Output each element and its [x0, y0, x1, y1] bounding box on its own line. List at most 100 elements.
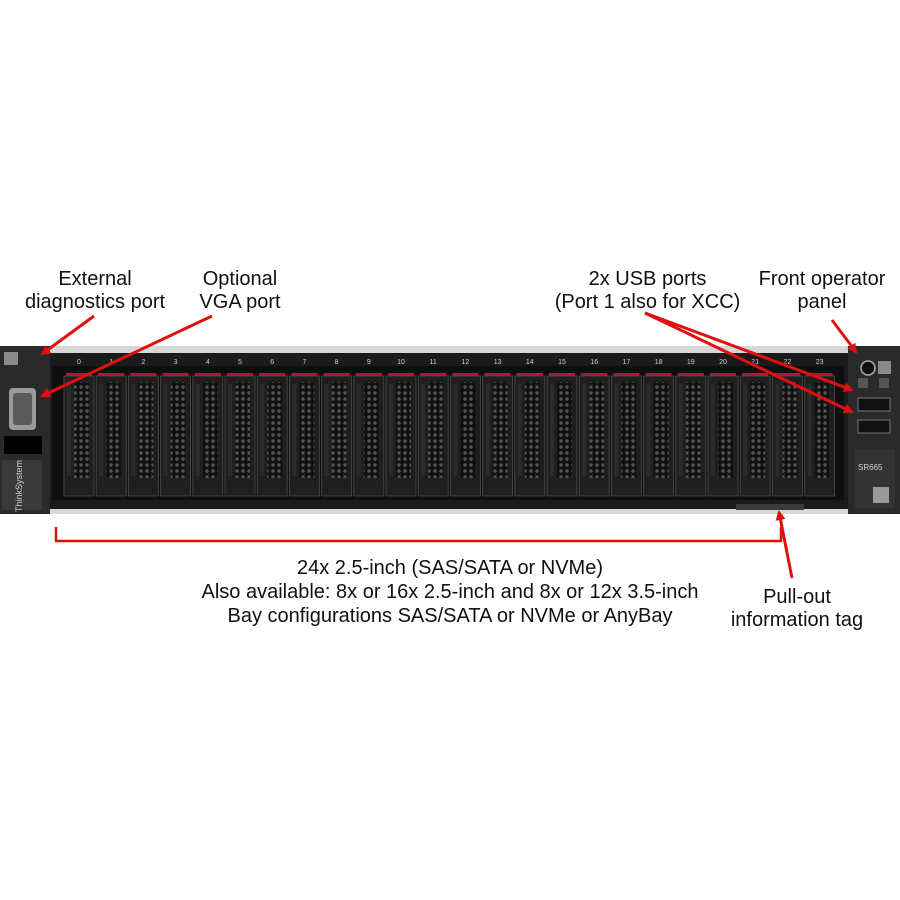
bay-handle[interactable] — [711, 384, 715, 476]
drive-bay-16[interactable]: 16 — [578, 359, 610, 497]
bay-vent-mesh — [202, 382, 218, 478]
release-latch[interactable] — [806, 373, 833, 376]
bay-handle[interactable] — [743, 384, 748, 476]
release-latch[interactable] — [452, 373, 479, 376]
release-latch[interactable] — [98, 373, 125, 376]
bay-vent-mesh — [170, 382, 186, 478]
bay-handle[interactable] — [807, 384, 812, 476]
right-rack-ear: SR665 — [848, 346, 900, 514]
bay-vent-mesh — [235, 382, 250, 478]
usb-port-1[interactable] — [857, 397, 891, 412]
drive-bay-23[interactable]: 23 — [804, 359, 836, 497]
drive-bay-21[interactable]: 21 — [739, 359, 771, 497]
release-latch[interactable] — [227, 373, 253, 376]
bay-number: 3 — [174, 359, 178, 366]
release-latch[interactable] — [645, 373, 672, 376]
release-latch[interactable] — [677, 373, 704, 376]
drive-bay-12[interactable]: 12 — [449, 359, 481, 497]
usb-port-2[interactable] — [857, 419, 891, 434]
arrow-external-diagnostics — [40, 314, 95, 356]
release-latch[interactable] — [420, 373, 447, 376]
release-latch[interactable] — [259, 373, 286, 376]
bay-number: 11 — [430, 359, 437, 366]
bay-handle[interactable] — [292, 384, 297, 476]
bay-handle[interactable] — [195, 384, 200, 476]
bay-handle[interactable] — [517, 384, 522, 476]
drive-bay-22[interactable]: 22 — [771, 359, 803, 497]
external-diagnostics-label: External diagnostics port — [24, 268, 166, 313]
bay-handle[interactable] — [324, 384, 329, 476]
release-latch[interactable] — [516, 373, 543, 376]
bay-handle[interactable] — [550, 384, 554, 476]
external-diagnostics-port[interactable] — [4, 352, 18, 365]
drive-bay-15[interactable]: 15 — [546, 359, 578, 497]
drive-bay-3[interactable]: 3 — [160, 359, 192, 497]
drive-bay-20[interactable]: 20 — [707, 359, 739, 497]
bay-number: 17 — [623, 359, 631, 366]
release-latch[interactable] — [194, 373, 221, 376]
bay-number: 2 — [141, 359, 145, 366]
release-latch[interactable] — [66, 373, 92, 376]
drive-bay-0[interactable]: 0 — [63, 359, 95, 497]
bay-vent-mesh — [396, 382, 411, 478]
release-latch[interactable] — [549, 373, 575, 376]
drive-bay-1[interactable]: 1 — [95, 359, 127, 497]
bay-handle[interactable] — [67, 384, 71, 476]
drive-bay-6[interactable]: 6 — [256, 359, 288, 497]
bay-handle[interactable] — [389, 384, 393, 476]
bay-vent-mesh — [267, 382, 283, 478]
release-latch[interactable] — [710, 373, 736, 376]
drive-bay-5[interactable]: 5 — [224, 359, 256, 497]
drive-bay-17[interactable]: 17 — [610, 359, 642, 497]
bay-handle[interactable] — [163, 384, 168, 476]
release-latch[interactable] — [484, 373, 511, 376]
left-rack-ear: ThinkSystem — [0, 346, 50, 514]
drive-bays-label: 24x 2.5-inch (SAS/SATA or NVMe) Also ava… — [201, 557, 699, 627]
bay-handle[interactable] — [228, 384, 232, 476]
bay-handle[interactable] — [356, 384, 361, 476]
bay-vent-mesh — [782, 382, 798, 478]
bay-handle[interactable] — [453, 384, 458, 476]
release-latch[interactable] — [742, 373, 769, 376]
drive-bay-11[interactable]: 11 — [417, 359, 449, 497]
bay-vent-mesh — [331, 382, 347, 478]
bay-handle[interactable] — [260, 384, 265, 476]
drive-bay-7[interactable]: 7 — [288, 359, 320, 497]
drive-bay-9[interactable]: 9 — [353, 359, 385, 497]
release-latch[interactable] — [130, 373, 157, 376]
release-latch[interactable] — [774, 373, 801, 376]
release-latch[interactable] — [291, 373, 318, 376]
drive-bay-19[interactable]: 19 — [675, 359, 707, 497]
release-latch[interactable] — [388, 373, 414, 376]
drive-bay-2[interactable]: 2 — [127, 359, 159, 497]
bay-vent-mesh — [621, 382, 637, 478]
release-latch[interactable] — [162, 373, 189, 376]
release-latch[interactable] — [613, 373, 640, 376]
bay-handle[interactable] — [421, 384, 426, 476]
bay-vent-mesh — [718, 382, 733, 478]
release-latch[interactable] — [355, 373, 382, 376]
power-button-icon[interactable] — [860, 360, 876, 376]
bay-handle[interactable] — [678, 384, 683, 476]
bay-handle[interactable] — [775, 384, 780, 476]
bay-vent-mesh — [460, 382, 476, 478]
drive-bay-14[interactable]: 14 — [514, 359, 546, 497]
bay-handle[interactable] — [485, 384, 490, 476]
bay-vent-mesh — [363, 382, 379, 478]
bay-handle[interactable] — [582, 384, 587, 476]
bay-number: 15 — [558, 359, 566, 366]
bay-handle[interactable] — [99, 384, 104, 476]
arrow-front-panel — [830, 319, 858, 354]
drive-bay-13[interactable]: 13 — [482, 359, 514, 497]
drive-bay-4[interactable]: 4 — [192, 359, 224, 497]
release-latch[interactable] — [323, 373, 350, 376]
drive-bay-8[interactable]: 8 — [321, 359, 353, 497]
release-latch[interactable] — [581, 373, 608, 376]
bay-handle[interactable] — [646, 384, 651, 476]
pull-out-information-tag[interactable] — [736, 504, 804, 510]
drive-bay-10[interactable]: 10 — [385, 359, 417, 497]
bay-handle[interactable] — [614, 384, 619, 476]
id-button-icon[interactable] — [878, 361, 891, 374]
drive-bay-18[interactable]: 18 — [643, 359, 675, 497]
bay-handle[interactable] — [131, 384, 136, 476]
